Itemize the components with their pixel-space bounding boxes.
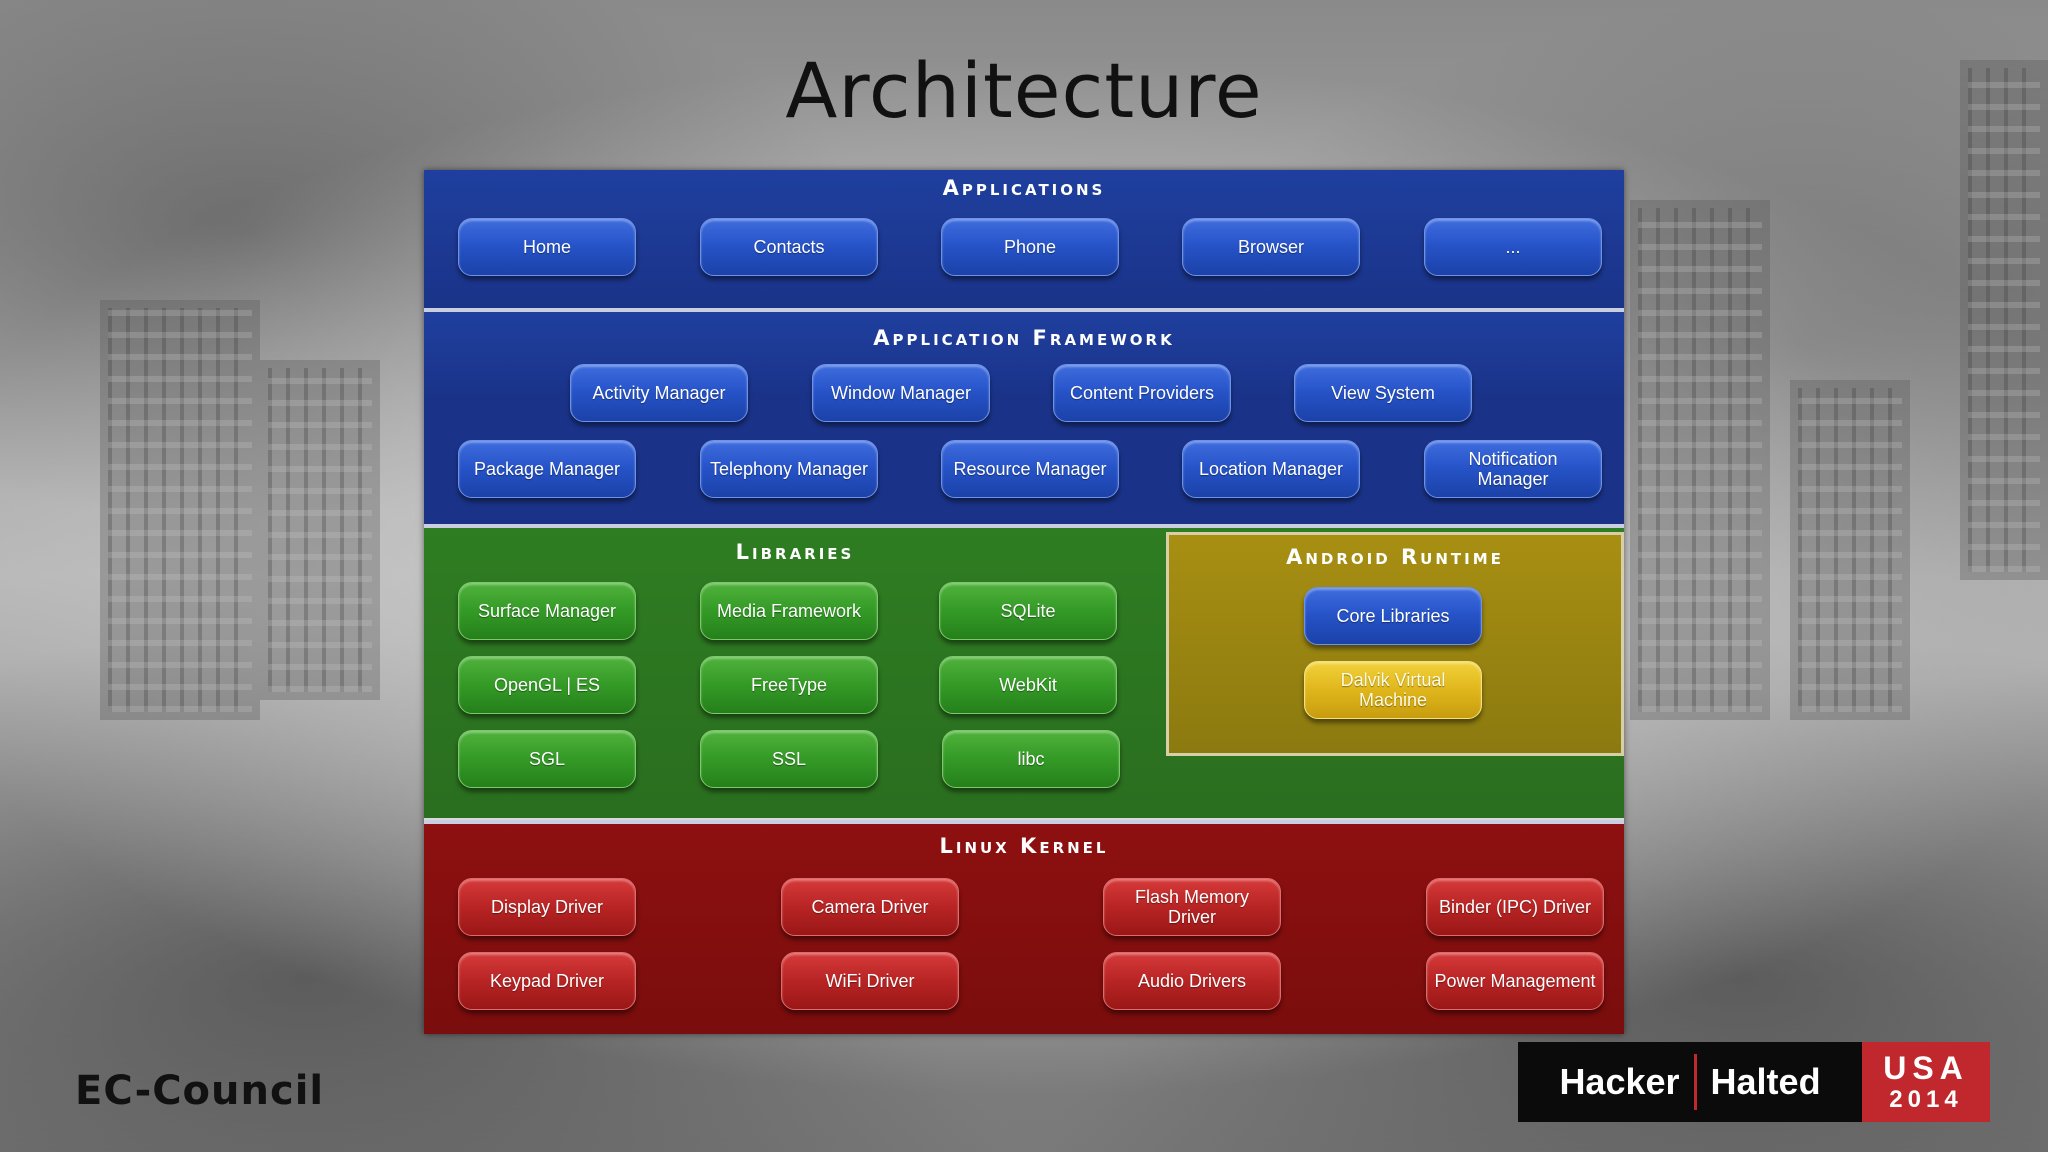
layer-divider bbox=[424, 308, 1624, 312]
lib-ssl: SSL bbox=[700, 730, 878, 788]
kernel-layer: Linux Kernel Display Driver Camera Drive… bbox=[424, 824, 1624, 1034]
framework-notification-manager: Notification Manager bbox=[1424, 440, 1602, 498]
lib-freetype: FreeType bbox=[700, 656, 878, 714]
framework-layer-title: Application Framework bbox=[873, 326, 1175, 350]
lib-webkit: WebKit bbox=[939, 656, 1117, 714]
hacker-halted-wordmark: Hacker Halted bbox=[1518, 1042, 1862, 1122]
hacker-halted-year: 2014 bbox=[1889, 1086, 1963, 1113]
framework-content-providers: Content Providers bbox=[1053, 364, 1231, 422]
lib-surface-manager: Surface Manager bbox=[458, 582, 636, 640]
kernel-flash-memory-driver: Flash Memory Driver bbox=[1103, 878, 1281, 936]
framework-package-manager: Package Manager bbox=[458, 440, 636, 498]
framework-layer: Application Framework Activity Manager W… bbox=[424, 312, 1624, 524]
app-phone: Phone bbox=[941, 218, 1119, 276]
background-building-right-3 bbox=[1960, 60, 2048, 580]
hacker-halted-word-2: Halted bbox=[1710, 1061, 1821, 1102]
background-building-right bbox=[1630, 200, 1770, 720]
kernel-wifi-driver: WiFi Driver bbox=[781, 952, 959, 1010]
kernel-audio-drivers: Audio Drivers bbox=[1103, 952, 1281, 1010]
runtime-dalvik-vm: Dalvik Virtual Machine bbox=[1304, 661, 1482, 719]
lib-opengl-es: OpenGL | ES bbox=[458, 656, 636, 714]
hacker-halted-word-1: Hacker bbox=[1559, 1061, 1680, 1102]
kernel-display-driver: Display Driver bbox=[458, 878, 636, 936]
slide-title: Architecture bbox=[785, 46, 1263, 135]
hacker-halted-badge: USA 2014 bbox=[1862, 1042, 1990, 1122]
kernel-layer-title: Linux Kernel bbox=[939, 834, 1109, 858]
kernel-camera-driver: Camera Driver bbox=[781, 878, 959, 936]
kernel-binder-ipc-driver: Binder (IPC) Driver bbox=[1426, 878, 1604, 936]
libraries-layer-title: Libraries bbox=[735, 540, 855, 564]
hacker-halted-country: USA bbox=[1883, 1050, 1969, 1086]
ec-council-logo: EC-Council bbox=[75, 1068, 325, 1114]
app-more: ... bbox=[1424, 218, 1602, 276]
background-building-left-2 bbox=[260, 360, 380, 700]
background-building-left bbox=[100, 300, 260, 720]
runtime-layer: Android Runtime Core Libraries Dalvik Vi… bbox=[1166, 532, 1624, 756]
lib-libc: libc bbox=[942, 730, 1120, 788]
framework-resource-manager: Resource Manager bbox=[941, 440, 1119, 498]
framework-activity-manager: Activity Manager bbox=[570, 364, 748, 422]
lib-media-framework: Media Framework bbox=[700, 582, 878, 640]
background-building-right-2 bbox=[1790, 380, 1910, 720]
runtime-core-libraries: Core Libraries bbox=[1304, 587, 1482, 645]
framework-location-manager: Location Manager bbox=[1182, 440, 1360, 498]
framework-view-system: View System bbox=[1294, 364, 1472, 422]
logo-separator bbox=[1693, 1054, 1697, 1110]
applications-layer: Applications Home Contacts Phone Browser… bbox=[424, 170, 1624, 308]
kernel-power-management: Power Management bbox=[1426, 952, 1604, 1010]
lib-sgl: SGL bbox=[458, 730, 636, 788]
android-architecture-diagram: Applications Home Contacts Phone Browser… bbox=[424, 170, 1624, 1034]
app-home: Home bbox=[458, 218, 636, 276]
applications-layer-title: Applications bbox=[942, 176, 1106, 200]
app-browser: Browser bbox=[1182, 218, 1360, 276]
layer-divider bbox=[424, 524, 1624, 528]
layer-divider bbox=[424, 820, 1624, 824]
hacker-halted-logo: Hacker Halted USA 2014 bbox=[1518, 1042, 1990, 1122]
kernel-keypad-driver: Keypad Driver bbox=[458, 952, 636, 1010]
framework-window-manager: Window Manager bbox=[812, 364, 990, 422]
framework-telephony-manager: Telephony Manager bbox=[700, 440, 878, 498]
lib-sqlite: SQLite bbox=[939, 582, 1117, 640]
runtime-layer-title: Android Runtime bbox=[1286, 545, 1504, 569]
app-contacts: Contacts bbox=[700, 218, 878, 276]
